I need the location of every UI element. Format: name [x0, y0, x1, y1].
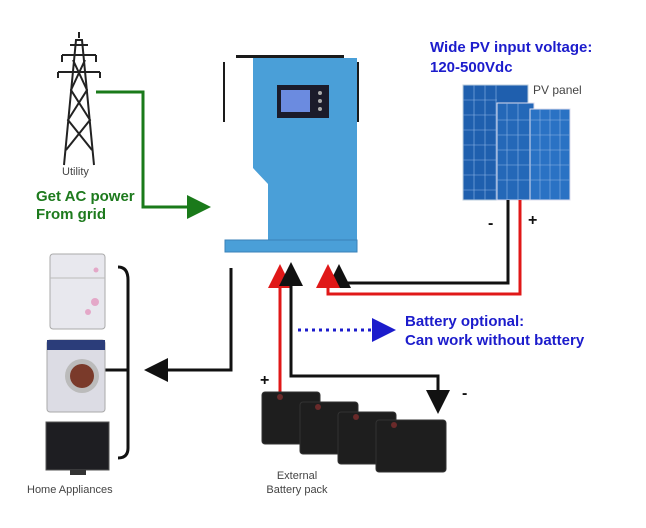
pv-heading-line2: 120-500Vdc — [430, 59, 513, 76]
inverter-icon — [223, 55, 359, 253]
battery-note-line1: Battery optional: — [405, 313, 525, 330]
refrigerator-icon — [49, 253, 106, 330]
battery-label-line2: Battery pack — [266, 484, 328, 496]
home-appliances-label: Home Appliances — [27, 484, 113, 496]
utility-label: Utility — [62, 166, 89, 178]
television-icon — [45, 421, 110, 475]
washing-machine-icon — [46, 339, 106, 413]
grid-caption-line1: Get AC power — [36, 188, 135, 205]
utility-tower-icon — [57, 32, 101, 166]
pv-heading-line1: Wide PV input voltage: — [430, 39, 593, 56]
ac-output-wire — [144, 268, 233, 382]
pv-panel-icon — [462, 84, 571, 201]
battery-note-line2: Can work without battery — [405, 332, 585, 349]
grid-caption-line2: From grid — [36, 206, 106, 223]
appliance-bracket — [117, 265, 130, 460]
pv-minus-sign: - — [488, 215, 494, 232]
grid-ac-line — [96, 90, 211, 219]
pv-plus-sign: + — [528, 212, 538, 229]
battery-label-line1: External — [276, 470, 318, 482]
pv-negative-wire — [327, 200, 510, 288]
battery-plus-sign: + — [260, 372, 270, 389]
pv-panel-label: PV panel — [533, 83, 582, 97]
battery-pack-icon — [261, 391, 447, 473]
battery-minus-sign: - — [462, 385, 468, 402]
pv-positive-wire — [316, 200, 522, 296]
